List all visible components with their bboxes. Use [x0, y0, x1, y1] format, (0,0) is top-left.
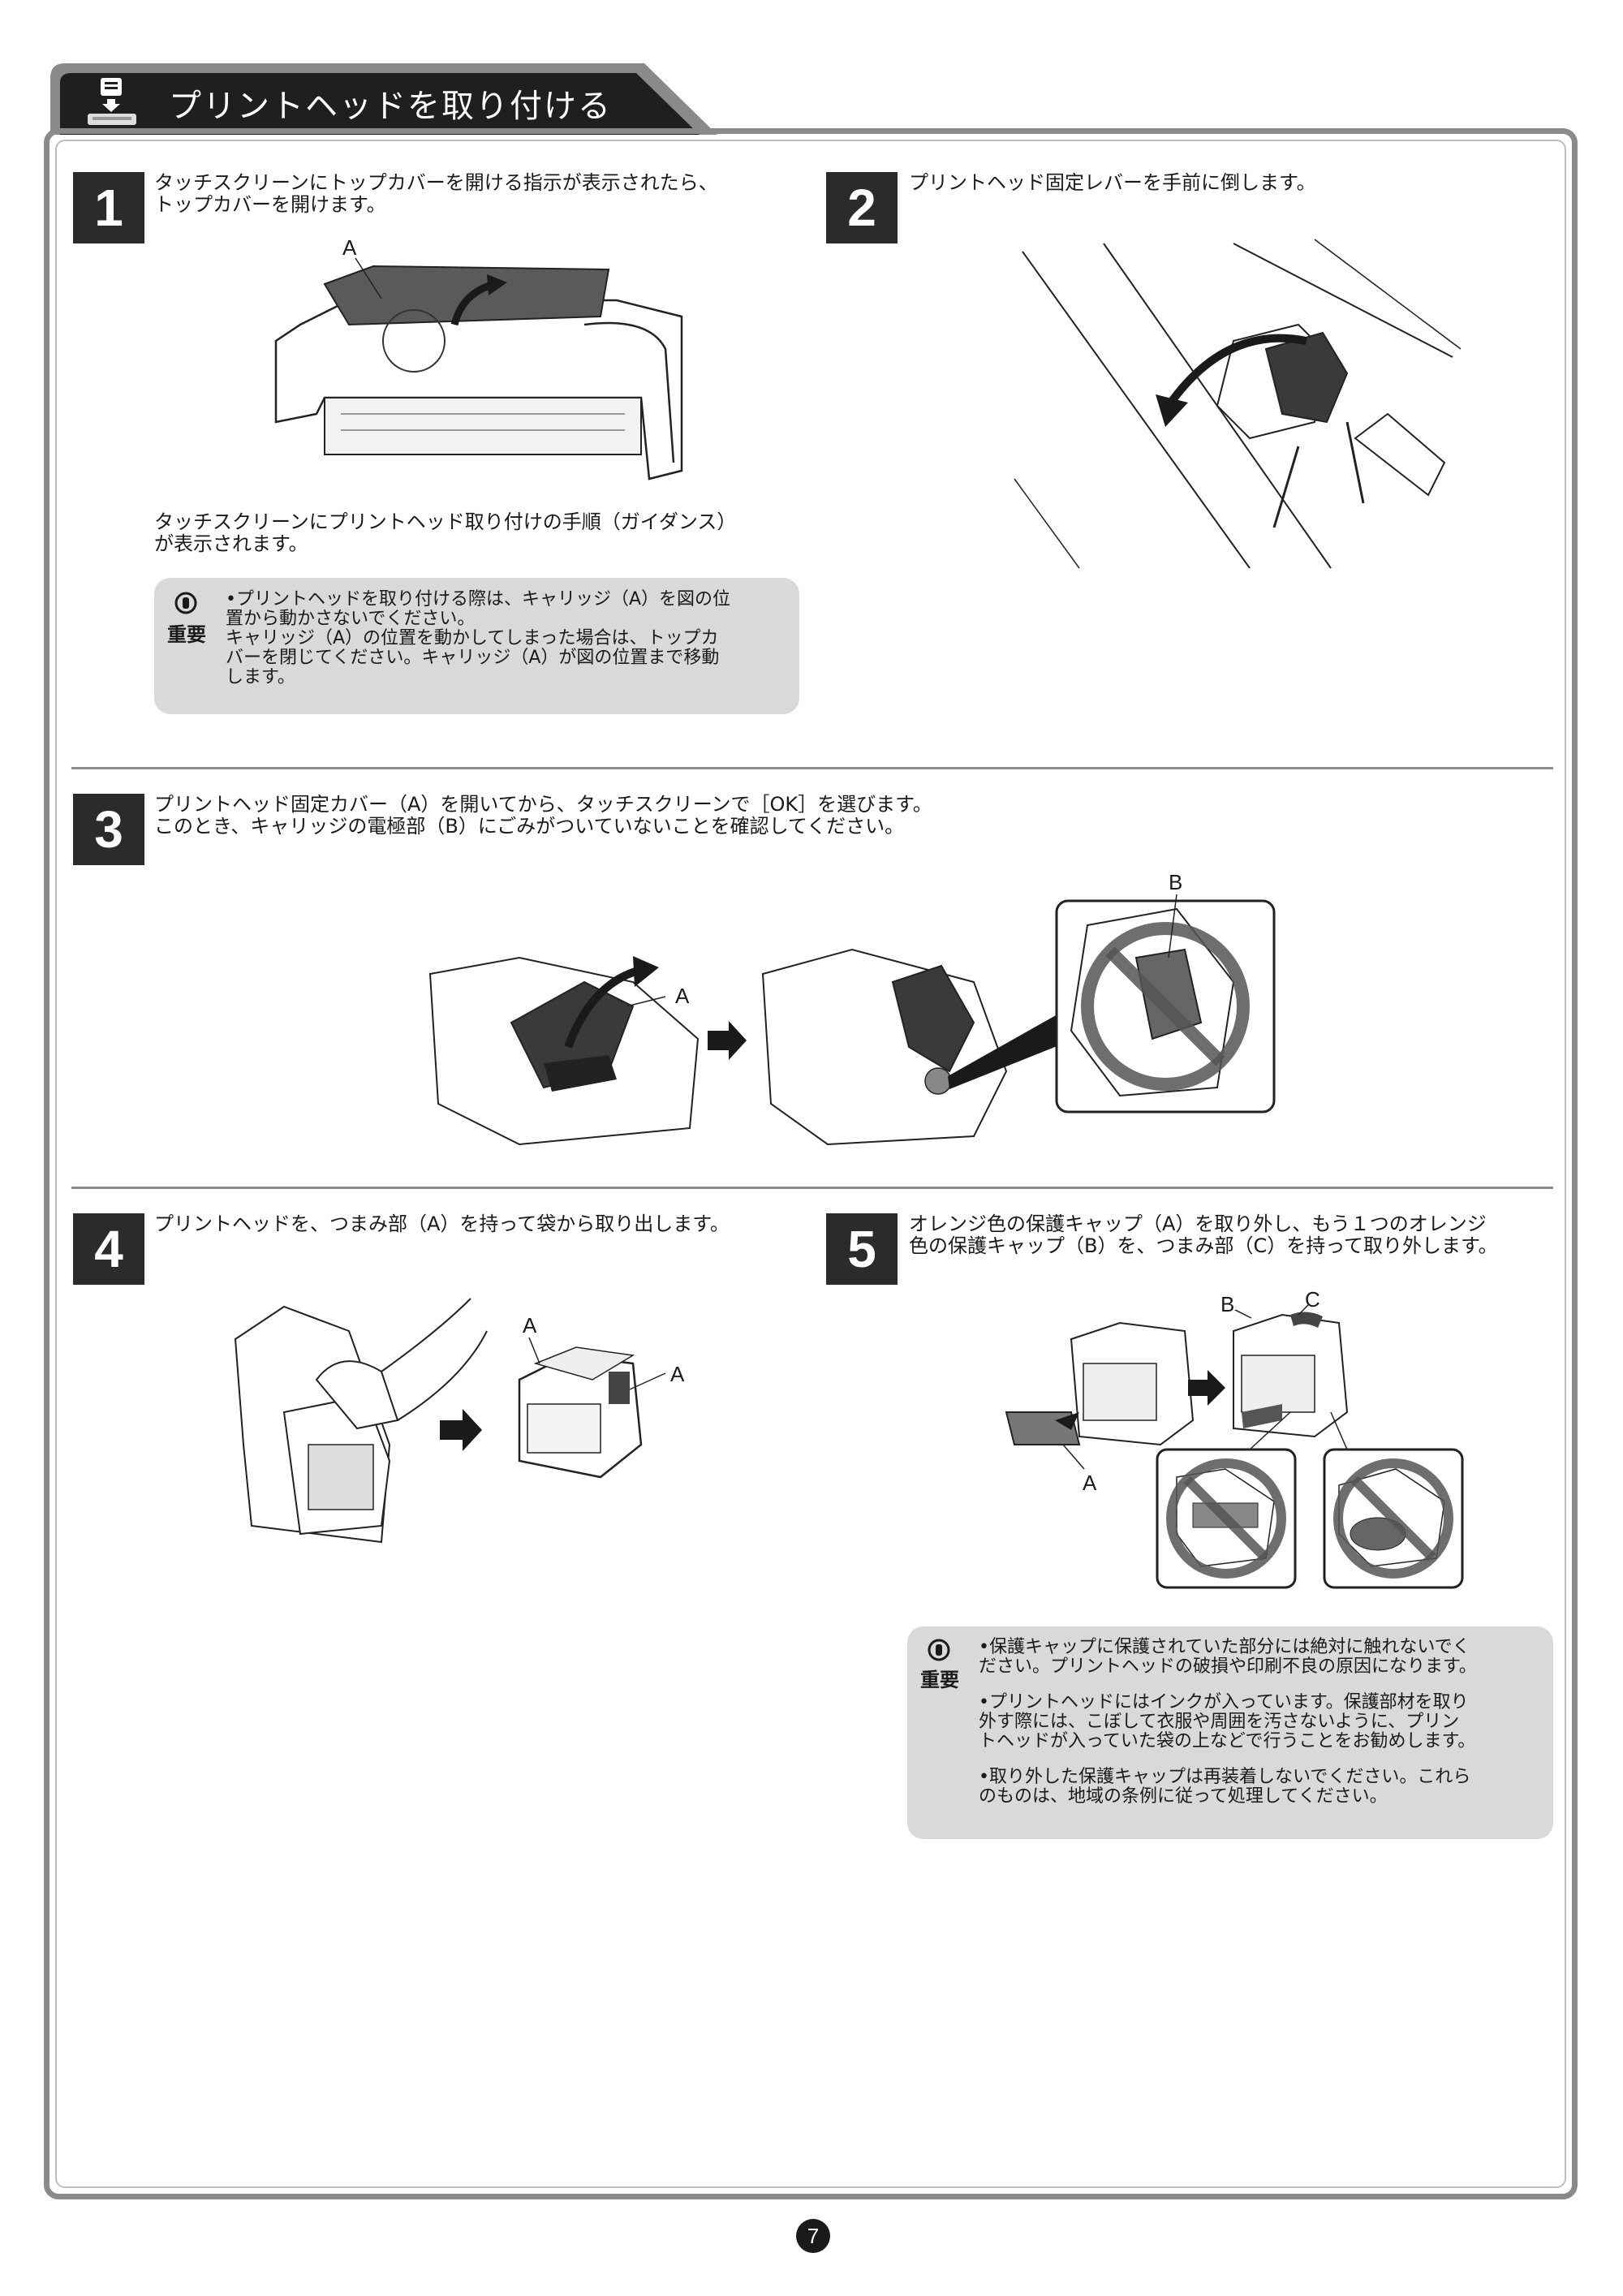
important-label-1: 重要 — [167, 623, 206, 646]
note-2-line: •プリントヘッドにはインクが入っています。保護部材を取り — [979, 1692, 1469, 1712]
page-title: プリントヘッドを取り付ける — [169, 88, 612, 125]
note-1-line: 置から動かさないでください。 — [226, 609, 476, 629]
note-2-line — [979, 1751, 1477, 1768]
section-divider — [71, 1187, 1553, 1189]
step-5-text: オレンジ色の保護キャップ（A）を取り外し、もう１つのオレンジ 色の保護キャップ（… — [909, 1213, 1498, 1257]
head-fixing-cover-illustration: A B — [428, 870, 1276, 1146]
step-4-number: 4 — [73, 1213, 144, 1285]
note-1-line: キャリッジ（A）の位置を動かしてしまった場合は、トップカ — [226, 628, 719, 648]
step-1-text: タッチスクリーンにトップカバーを開ける指示が表示されたら、 トップカバーを開けま… — [154, 172, 718, 216]
step-3-number: 3 — [73, 794, 144, 865]
note-2-line — [979, 1677, 1477, 1693]
step-3-text: プリントヘッド固定カバー（A）を開いてから、タッチスクリーンで［OK］を選びます… — [154, 794, 932, 838]
step-2-text: プリントヘッド固定レバーを手前に倒します。 — [909, 172, 1316, 194]
important-note-1 — [154, 578, 799, 714]
step-5-line-1: オレンジ色の保護キャップ（A）を取り外し、もう１つのオレンジ — [909, 1213, 1487, 1235]
callout-c: C — [1305, 1290, 1320, 1312]
callout-a: A — [675, 984, 690, 1008]
note-2-line: •保護キャップに保護されていた部分には絶対に触れないでく — [979, 1637, 1470, 1657]
step-1-number: 1 — [73, 172, 144, 243]
callout-b: B — [1220, 1292, 1234, 1316]
head-lock-lever-illustration — [1014, 239, 1461, 569]
step-2-line-1: プリントヘッド固定レバーを手前に倒します。 — [909, 171, 1316, 194]
callout-a: A — [342, 235, 357, 260]
hand-icon — [928, 1639, 950, 1661]
important-label-2: 重要 — [920, 1669, 959, 1691]
callout-a: A — [670, 1362, 685, 1386]
remove-protective-caps-illustration: A B C — [1005, 1290, 1464, 1589]
callout-b: B — [1169, 870, 1182, 894]
step-3-line-1: プリントヘッド固定カバー（A）を開いてから、タッチスクリーンで［OK］を選びます… — [154, 793, 932, 816]
note-2-line: のものは、地域の条例に従って処理してください。 — [979, 1786, 1388, 1807]
content-frame — [44, 128, 1578, 2199]
note-2-line: トヘッドが入っていた袋の上などで行うことをお勧めします。 — [979, 1731, 1476, 1751]
step-1-after-text: タッチスクリーンにプリントヘッド取り付けの手順（ガイダンス） が表示されます。 — [154, 511, 736, 555]
hand-icon — [174, 592, 197, 614]
content-frame-inner — [55, 140, 1566, 2188]
note-2-line: ださい。プリントヘッドの破損や印刷不良の原因になります。 — [979, 1656, 1477, 1677]
step-4-text: プリントヘッドを、つまみ部（A）を持って袋から取り出します。 — [154, 1213, 730, 1235]
callout-a: A — [1083, 1471, 1097, 1495]
step-3-line-2: このとき、キャリッジの電極部（B）にごみがついていないことを確認してください。 — [154, 815, 905, 838]
printer-top-cover-illustration: A — [274, 235, 683, 480]
section-divider — [71, 767, 1553, 769]
step-4-line-1: プリントヘッドを、つまみ部（A）を持って袋から取り出します。 — [154, 1213, 730, 1235]
take-out-print-head-illustration: A A — [234, 1298, 685, 1544]
step-1-line-2: トップカバーを開けます。 — [154, 193, 386, 216]
header-tab — [50, 63, 717, 135]
page-number: 7 — [796, 2219, 830, 2253]
step-1-line-1: タッチスクリーンにトップカバーを開ける指示が表示されたら、 — [154, 171, 718, 194]
important-note-1-text: •プリントヘッドを取り付ける際は、キャリッジ（A）を図の位 置から動かさないでく… — [226, 590, 730, 687]
step-5-number: 5 — [826, 1213, 898, 1285]
note-2-line: 外す際には、こぼして衣服や周囲を汚さないように、プリン — [979, 1712, 1460, 1732]
important-note-2 — [907, 1626, 1553, 1839]
important-note-2-text: •保護キャップに保護されていた部分には絶対に触れないでく ださい。プリントヘッド… — [979, 1638, 1477, 1807]
step-2-number: 2 — [826, 172, 898, 243]
step-1-after-line-1: タッチスクリーンにプリントヘッド取り付けの手順（ガイダンス） — [154, 510, 737, 533]
note-2-line: •取り外した保護キャップは再装着しないでください。これら — [979, 1767, 1471, 1787]
step-1-after-line-2: が表示されます。 — [154, 532, 308, 555]
note-1-line: バーを閉じてください。キャリッジ（A）が図の位置まで移動 — [226, 648, 720, 668]
note-1-line: •プリントヘッドを取り付ける際は、キャリッジ（A）を図の位 — [226, 589, 731, 610]
note-1-line: します。 — [226, 667, 295, 687]
printer-head-icon — [88, 78, 136, 125]
callout-a: A — [523, 1313, 537, 1338]
step-5-line-2: 色の保護キャップ（B）を、つまみ部（C）を持って取り外します。 — [909, 1234, 1498, 1257]
